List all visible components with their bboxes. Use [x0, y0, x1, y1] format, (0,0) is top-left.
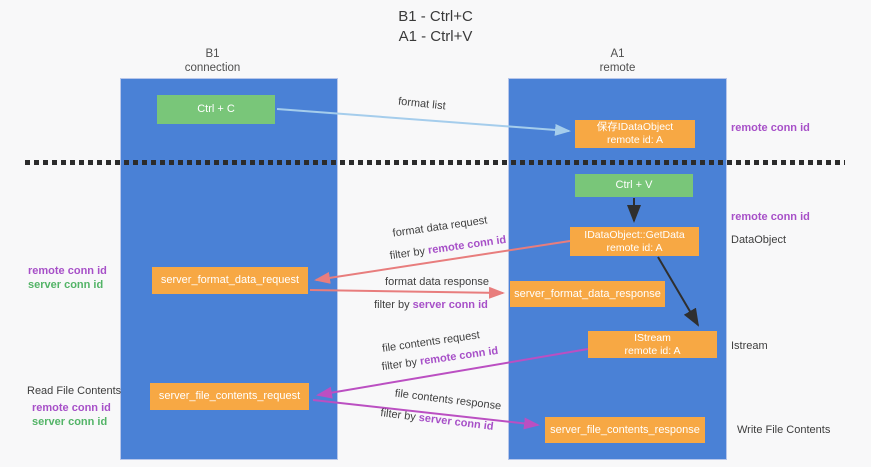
filter-by-text: filter by: [374, 299, 410, 311]
annotation-remote-conn-id-left-2: remote conn id: [32, 402, 111, 414]
diagram-title: B1 - Ctrl+C A1 - Ctrl+V: [0, 7, 871, 47]
label-filter-by-server-1: filter by server conn id: [374, 299, 488, 311]
box-server-file-contents-request: server_file_contents_request: [150, 383, 309, 410]
remote-conn-id-text: remote conn id: [419, 344, 499, 368]
lane-left-type: connection: [184, 62, 241, 74]
box-save-idataobject-line1: 保存IDataObject: [596, 121, 674, 133]
filter-by-text: filter by: [379, 407, 417, 424]
annotation-read-file-contents: Read File Contents: [27, 385, 122, 397]
box-getdata-line2: remote id: A: [606, 241, 663, 254]
remote-conn-id-text: remote conn id: [427, 233, 507, 257]
box-ctrl-c: Ctrl + C: [157, 95, 275, 124]
format-data-response-arrow: [309, 286, 505, 299]
label-format-data-response: format data response: [385, 276, 489, 288]
lane-header-a1: A1 remote: [510, 47, 725, 75]
box-ctrl-v: Ctrl + V: [575, 174, 693, 197]
label-filter-by-remote-1: filter by remote conn id: [388, 234, 509, 263]
server-conn-id-text: server conn id: [412, 299, 488, 311]
title-line-2: A1 - Ctrl+V: [398, 28, 473, 45]
box-save-idataobject: 保存IDataObject remote id: A: [575, 120, 695, 148]
label-filter-by-server-2: filter by server conn id: [378, 407, 497, 433]
dashed-divider-line: [25, 160, 845, 165]
box-idataobject-getdata: IDataObject::GetData remote id: A: [570, 227, 699, 256]
annotation-write-file-contents: Write File Contents: [737, 424, 831, 436]
server-conn-id-text: server conn id: [418, 411, 495, 433]
box-server-file-contents-response: server_file_contents_response: [545, 417, 705, 443]
box-server-format-data-request: server_format_data_request: [152, 267, 308, 294]
title-line-1: B1 - Ctrl+C: [398, 8, 473, 25]
annotation-server-conn-id-left-2: server conn id: [32, 416, 108, 428]
annotation-server-conn-id-left-1: server conn id: [28, 279, 104, 291]
lane-header-b1: B1 connection: [120, 47, 305, 75]
lane-left-name: B1: [205, 48, 220, 60]
filter-by-text: filter by: [389, 245, 426, 263]
box-istream: IStream remote id: A: [588, 331, 717, 358]
lane-right-name: A1: [610, 48, 625, 60]
annotation-dataobject: DataObject: [731, 234, 787, 246]
label-format-list: format list: [397, 95, 447, 113]
annotation-remote-conn-id-1: remote conn id: [731, 122, 810, 134]
annotation-istream: Istream: [731, 340, 768, 352]
box-server-format-data-response: server_format_data_response: [510, 281, 665, 307]
annotation-remote-conn-id-left-1: remote conn id: [28, 265, 107, 277]
annotation-remote-conn-id-2: remote conn id: [731, 211, 810, 223]
box-istream-line1: IStream: [634, 331, 671, 344]
lane-right-type: remote: [599, 62, 636, 74]
box-save-idataobject-line2: remote id: A: [606, 134, 664, 146]
box-getdata-line1: IDataObject::GetData: [584, 228, 685, 241]
box-istream-line2: remote id: A: [624, 344, 681, 357]
label-file-contents-response: file contents response: [394, 387, 502, 413]
filter-by-text: filter by: [381, 356, 418, 374]
